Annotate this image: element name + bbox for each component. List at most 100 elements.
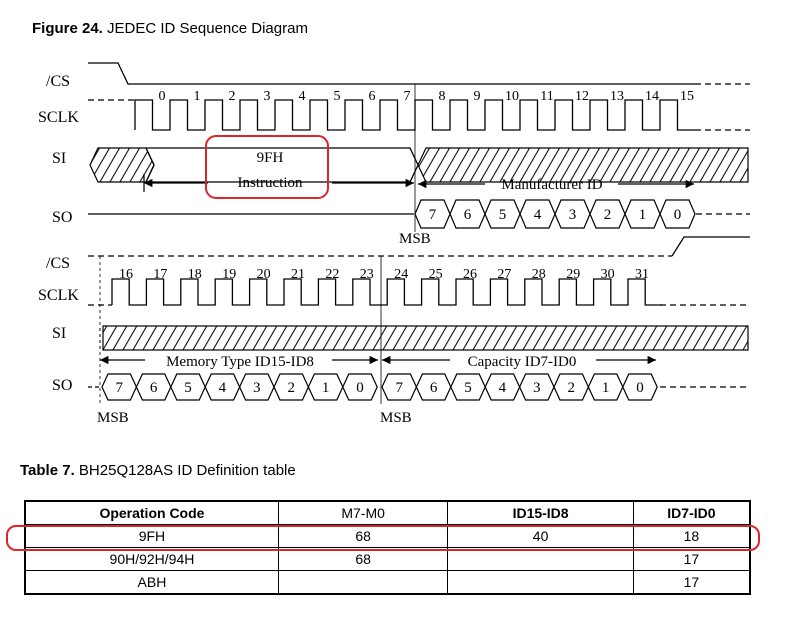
clock-number-bottom: 26 (463, 267, 477, 282)
so-memtype-bit: 1 (322, 380, 330, 396)
clock-number-top: 11 (540, 89, 553, 104)
so-top-bit: 1 (639, 207, 647, 223)
cell-op: 9FH (24, 524, 279, 548)
figure-caption: Figure 24. JEDEC ID Sequence Diagram (32, 20, 308, 37)
clock-number-top: 7 (404, 89, 411, 104)
so-top-bit: 0 (674, 207, 682, 223)
so-memtype-bit: 5 (184, 380, 192, 396)
so-capacity-bit: 3 (533, 380, 541, 396)
clock-number-top: 12 (575, 89, 589, 104)
si-label-bottom: SI (52, 325, 66, 342)
cell-op: 90H/92H/94H (24, 547, 279, 571)
table-title: BH25Q128AS ID Definition table (74, 462, 296, 479)
capacity-label: Capacity ID7-ID0 (468, 354, 577, 370)
msb-label-bottom-1: MSB (97, 410, 129, 426)
instruction-label: Instruction (238, 175, 303, 191)
so-memtype-cell (342, 373, 378, 401)
so-label-top: SO (52, 209, 72, 226)
clock-number-bottom: 27 (497, 267, 511, 282)
si-label-top: SI (52, 150, 66, 167)
clock-number-top: 14 (645, 89, 659, 104)
clock-number-bottom: 31 (635, 267, 649, 282)
sclk-label-bottom: SCLK (38, 287, 79, 304)
cell-id7: 17 (632, 547, 751, 571)
clock-number-top: 6 (369, 89, 376, 104)
cell-op: ABH (24, 570, 279, 595)
clock-number-top: 8 (439, 89, 446, 104)
so-capacity-cell (622, 373, 658, 401)
clock-number-top: 15 (680, 89, 694, 104)
clock-number-top: 13 (610, 89, 624, 104)
cell-id15 (447, 547, 634, 571)
so-memtype-bit: 7 (115, 380, 123, 396)
clock-number-top: 0 (159, 89, 166, 104)
table-row: 9FH 68 40 18 (24, 524, 751, 548)
header-id15-id8: ID15-ID8 (447, 500, 634, 525)
clock-number-top: 4 (299, 89, 306, 104)
cs-waveform-top (88, 62, 695, 85)
clock-number-bottom: 21 (291, 267, 305, 282)
table-row: ABH 17 (24, 570, 751, 595)
clock-number-bottom: 28 (532, 267, 546, 282)
figure-label: Figure 24. (32, 20, 103, 37)
clock-number-top: 9 (474, 89, 481, 104)
clock-number-bottom: 17 (153, 267, 167, 282)
so-capacity-bit: 7 (395, 380, 403, 396)
so-top-cell (659, 199, 696, 229)
msb-label-top: MSB (399, 231, 431, 247)
so-capacity-bit: 2 (567, 380, 575, 396)
so-memtype-bit: 3 (253, 380, 261, 396)
table-row: 90H/92H/94H 68 17 (24, 547, 751, 571)
clock-number-top: 1 (194, 89, 201, 104)
sclk-label-top: SCLK (38, 109, 79, 126)
so-top-bit: 5 (499, 207, 507, 223)
cell-m7: 68 (277, 547, 449, 571)
cs-label-bottom: /CS (46, 255, 70, 272)
msb-label-bottom-2: MSB (380, 410, 412, 426)
header-id7-id0: ID7-ID0 (632, 500, 751, 525)
clock-number-bottom: 16 (119, 267, 133, 282)
clock-number-bottom: 24 (394, 267, 408, 282)
cs-label-top: /CS (46, 73, 70, 90)
so-memtype-bit: 6 (150, 380, 158, 396)
so-top-bit: 3 (569, 207, 577, 223)
cell-m7: 68 (277, 524, 449, 548)
table-header-row: Operation Code M7-M0 ID15-ID8 ID7-ID0 (24, 500, 751, 525)
clock-number-bottom: 22 (325, 267, 339, 282)
cell-id15: 40 (447, 524, 634, 548)
si-dontcare-end (417, 147, 749, 183)
table-caption: Table 7. BH25Q128AS ID Definition table (20, 462, 296, 479)
so-capacity-bit: 4 (499, 380, 507, 396)
clock-number-bottom: 23 (360, 267, 374, 282)
clock-number-top: 3 (264, 89, 271, 104)
table-label: Table 7. (20, 462, 75, 479)
so-top-bit: 4 (534, 207, 542, 223)
figure-title: JEDEC ID Sequence Diagram (102, 20, 308, 37)
so-top-bit: 2 (604, 207, 612, 223)
clock-number-top: 5 (334, 89, 341, 104)
so-capacity-bit: 6 (430, 380, 438, 396)
so-capacity-bit: 0 (636, 380, 644, 396)
sclk-waveform-top (134, 99, 695, 131)
so-capacity-bit: 5 (464, 380, 472, 396)
clock-number-top: 2 (229, 89, 236, 104)
so-output-bits-capacity: 7 6 5 4 3 2 1 0 (381, 373, 658, 401)
clock-number-bottom: 30 (601, 267, 615, 282)
instruction-highlight-box (205, 135, 329, 199)
so-top-bit: 6 (464, 207, 472, 223)
header-operation-code: Operation Code (24, 500, 279, 525)
so-memtype-bit: 2 (287, 380, 295, 396)
clock-number-top: 10 (505, 89, 519, 104)
manufacturer-label: Manufacturer ID (501, 177, 602, 193)
cell-m7 (277, 570, 449, 595)
so-memtype-bit: 4 (219, 380, 227, 396)
instruction-code: 9FH (257, 150, 284, 166)
so-capacity-bit: 1 (602, 380, 610, 396)
clock-number-bottom: 19 (222, 267, 236, 282)
cell-id7: 17 (632, 570, 751, 595)
